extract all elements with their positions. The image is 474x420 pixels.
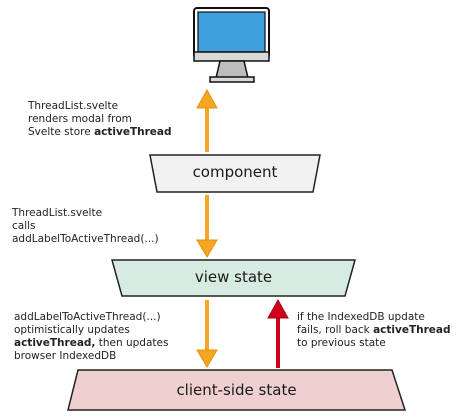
annotation-optimistic-line4: browser IndexedDB [14,350,117,362]
annotation-optimistic-line2: optimistically updates [14,324,130,336]
component-box [149,154,321,193]
annotation-rollback-line2: fails, roll back activeThread [297,324,469,337]
annotation-render-line1: ThreadList.svelte [28,100,119,112]
arrow-rollback-to-view-state [267,298,289,368]
annotation-render-store-name: activeThread [94,126,172,138]
annotation-render-line3: Svelte store activeThread [28,126,198,139]
component-label: component [192,163,278,181]
annotation-call: ThreadList.svelte calls addLabelToActive… [12,207,192,246]
monitor-icon [193,7,270,83]
client-state-box [67,369,407,411]
annotation-optimistic-store-name: activeThread, [14,337,96,349]
annotation-rollback-line2-prefix: fails, roll back [297,324,374,336]
arrow-view-state-to-client-state [196,300,218,368]
annotation-call-line1: ThreadList.svelte [12,207,103,219]
annotation-call-line2: calls [12,220,36,232]
annotation-rollback-store-name: activeThread [373,324,451,336]
view-state-box [111,259,356,297]
annotation-render-line3-prefix: Svelte store [28,126,95,138]
annotation-optimistic-line1: addLabelToActiveThread(...) [14,311,161,323]
annotation-call-line3: addLabelToActiveThread(...) [12,233,159,245]
arrow-component-to-monitor [196,88,218,152]
annotation-optimistic-line3-suffix: then updates [95,337,169,349]
annotation-rollback-line1: if the IndexedDB update [297,311,425,323]
view-state-label: view state [194,268,273,286]
annotation-optimistic-line3: activeThread, then updates [14,337,199,350]
arrow-component-to-view-state [196,195,218,258]
annotation-render: ThreadList.svelte renders modal from Sve… [28,100,198,139]
annotation-rollback-line3: to previous state [297,337,386,349]
annotation-render-line2: renders modal from [28,113,132,125]
annotation-optimistic-update: addLabelToActiveThread(...) optimistical… [14,311,199,363]
annotation-rollback: if the IndexedDB update fails, roll back… [297,311,469,350]
client-state-label: client-side state [176,381,297,399]
